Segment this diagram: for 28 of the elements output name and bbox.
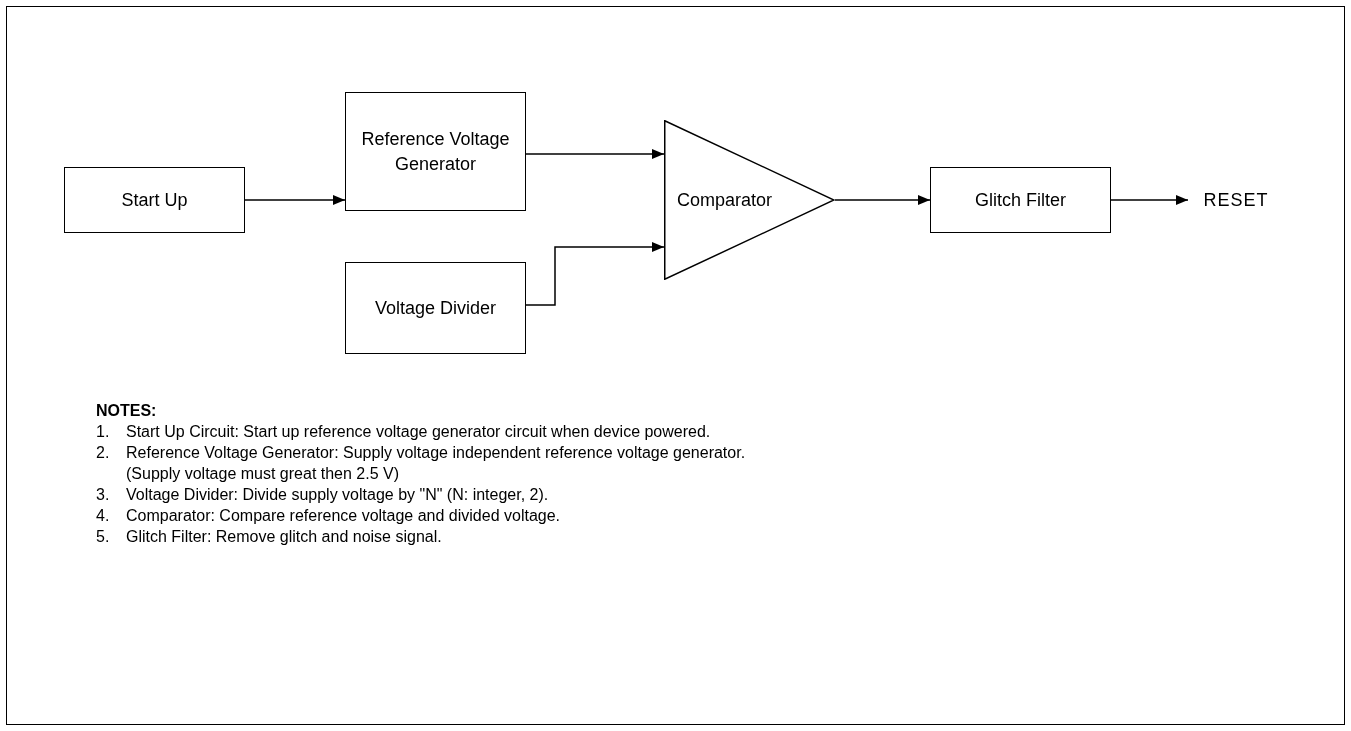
comparator-triangle	[664, 120, 835, 280]
note-text: Start Up Circuit: Start up reference voltage generator circuit when device powered.	[126, 422, 712, 442]
signal-label: RESET	[1203, 188, 1269, 212]
node-label: Comparator	[676, 188, 772, 212]
note-text: Comparator: Compare reference voltage and divided voltage.	[126, 506, 562, 526]
note-text: (Supply voltage must great then 2.5 V)	[126, 464, 401, 484]
node-label: Voltage Divider	[374, 296, 497, 320]
arrow	[834, 195, 931, 205]
note-text: Glitch Filter: Remove glitch and noise signal.	[126, 527, 443, 547]
arrow	[525, 149, 665, 159]
node-label: Reference Voltage Generator	[360, 127, 511, 176]
note-number: 4.	[96, 506, 111, 526]
arrow	[525, 242, 665, 306]
note-number: 5.	[96, 527, 111, 547]
note-number: 2.	[96, 443, 111, 463]
process-box	[345, 92, 526, 211]
note-text: Voltage Divider: Divide supply voltage by "N" (N: integer, 2).	[126, 485, 550, 505]
process-box	[930, 167, 1111, 233]
note-number: 3.	[96, 485, 111, 505]
note-text: Reference Voltage Generator: Supply voltage independent reference voltage generator.	[126, 443, 746, 463]
arrow	[1110, 195, 1189, 205]
arrow	[244, 195, 346, 205]
notes-heading: NOTES:	[96, 401, 158, 421]
process-box	[345, 262, 526, 354]
node-label: Glitch Filter	[975, 188, 1066, 212]
node-label: Start Up	[121, 188, 188, 212]
process-box	[64, 167, 245, 233]
note-number: 1.	[96, 422, 111, 442]
